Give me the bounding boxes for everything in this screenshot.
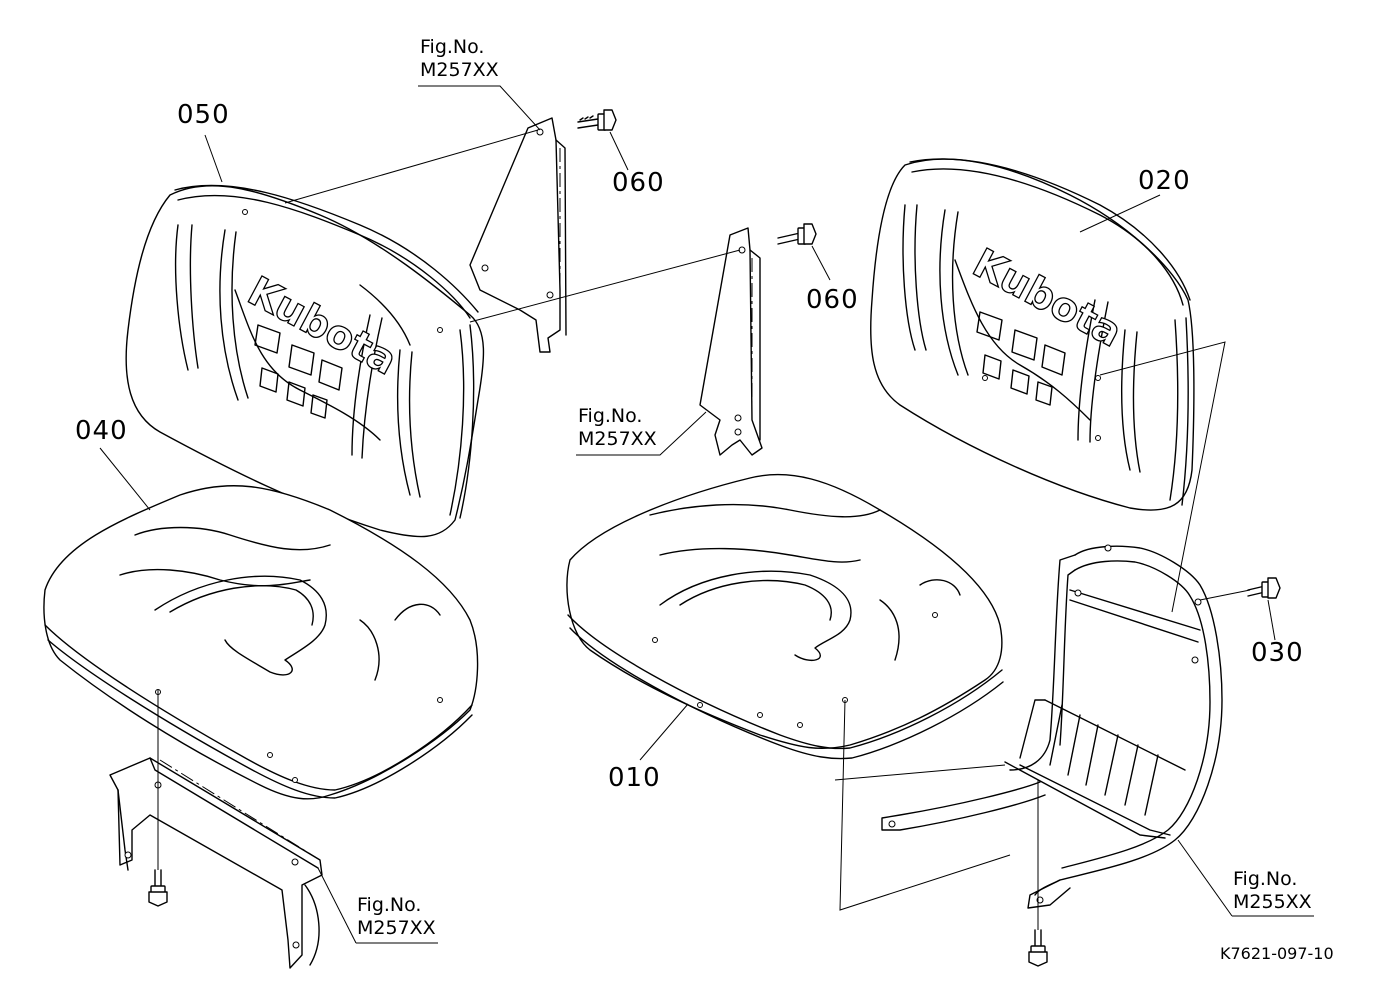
- part-label-020: 020: [1138, 166, 1191, 196]
- right-backrest-cushion: Kubota: [870, 158, 1195, 511]
- fig-ref-bottom-right-line2: M255XX: [1233, 891, 1312, 913]
- part-label-030: 030: [1251, 638, 1304, 668]
- assembly-lines: [157, 129, 1251, 930]
- right-seat-cushion: [566, 473, 1004, 760]
- part-label-010: 010: [608, 763, 661, 793]
- bolt-060-upper: [577, 109, 617, 131]
- fig-ref-bottom-left-line2: M257XX: [357, 917, 436, 939]
- middle-bracket: [699, 227, 763, 456]
- fig-ref-top: Fig.No. M257XX: [420, 36, 499, 82]
- leader-lines: [99, 85, 1314, 944]
- fig-ref-bottom-right-line1: Fig.No.: [1233, 868, 1298, 890]
- part-label-060-lower: 060: [806, 285, 859, 315]
- bolt-060-lower: [777, 223, 817, 245]
- seat-frame: [881, 544, 1223, 909]
- fig-ref-top-line1: Fig.No.: [420, 36, 485, 58]
- fig-ref-middle: Fig.No. M257XX: [578, 405, 657, 451]
- fig-ref-middle-line1: Fig.No.: [578, 405, 643, 427]
- fig-ref-middle-line2: M257XX: [578, 428, 657, 450]
- drawing-code: K7621-097-10: [1220, 944, 1334, 963]
- bolt-030: [1247, 577, 1281, 599]
- fig-ref-bottom-left-line1: Fig.No.: [357, 894, 422, 916]
- part-label-060-upper: 060: [612, 168, 665, 198]
- part-label-040: 040: [75, 416, 128, 446]
- fig-ref-bottom-left: Fig.No. M257XX: [357, 894, 436, 940]
- fig-ref-top-line2: M257XX: [420, 59, 499, 81]
- left-backrest-cushion: Kubota: [125, 184, 485, 538]
- left-upper-bracket: [469, 117, 567, 353]
- part-label-050: 050: [177, 100, 230, 130]
- bolt-lower-right: [1028, 929, 1048, 967]
- bolt-lower-left: [148, 869, 168, 907]
- lower-left-seat-bracket: [109, 757, 323, 969]
- fig-ref-bottom-right: Fig.No. M255XX: [1233, 868, 1312, 914]
